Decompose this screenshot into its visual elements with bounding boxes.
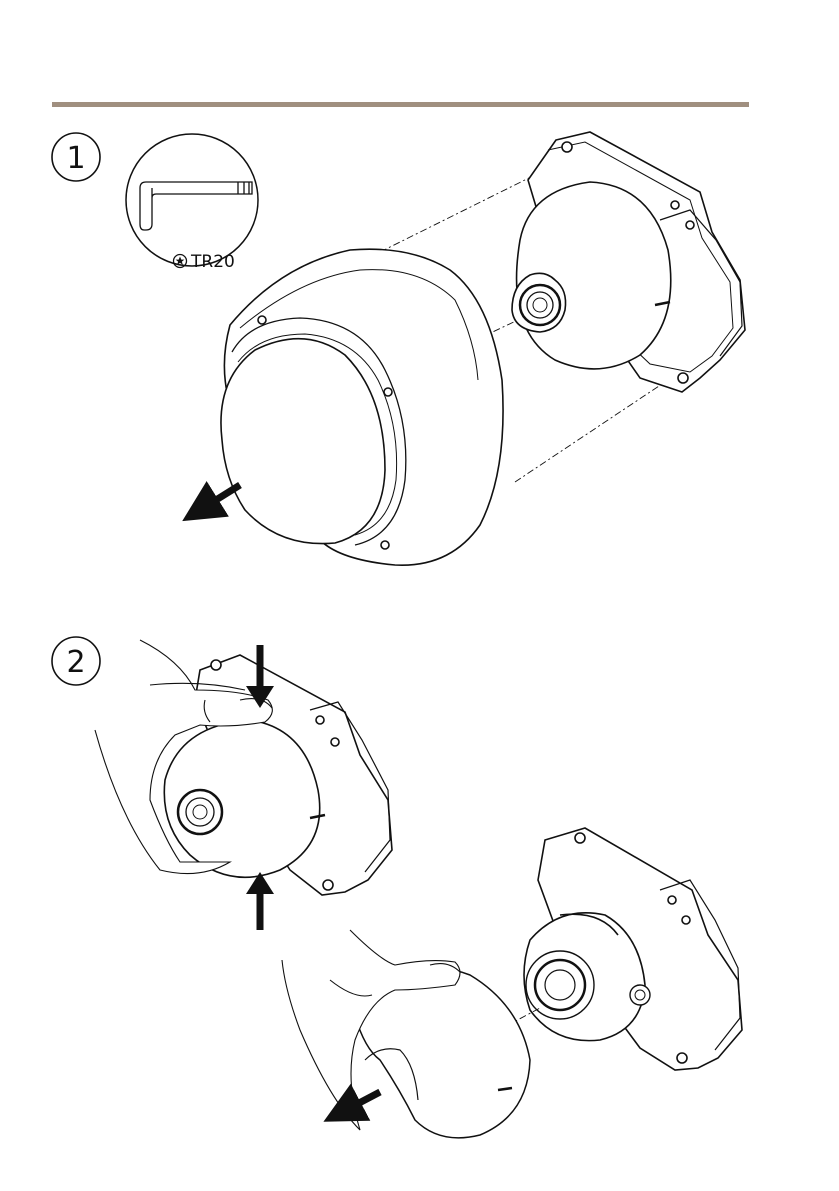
camera-base-1: [512, 132, 745, 392]
dome-cover: [200, 249, 503, 565]
step-1-number: 1: [66, 141, 85, 176]
step-2-number: 2: [66, 645, 85, 680]
step-2: 2: [52, 637, 742, 1138]
step-1: 1 TR20: [52, 132, 745, 565]
tool-callout: TR20: [126, 134, 258, 272]
tool-size-label: TR20: [190, 252, 235, 272]
camera-base-3: [524, 828, 742, 1070]
